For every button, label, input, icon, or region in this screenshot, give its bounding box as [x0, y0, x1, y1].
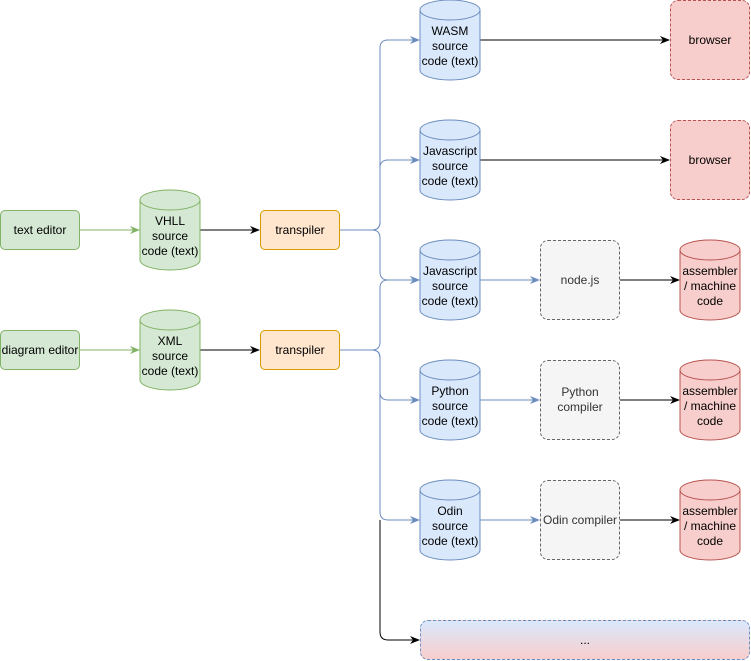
text-editor-node[interactable]: text editor: [0, 210, 80, 250]
diagram-editor-node[interactable]: diagram editor: [0, 330, 80, 370]
transpiler-2-label: transpiler: [275, 342, 325, 357]
transpiler-1-node[interactable]: transpiler: [260, 210, 340, 250]
cylinder-asm-3: [679, 479, 741, 561]
cylinder-xml-source: [139, 309, 201, 391]
browser-2-node[interactable]: browser: [670, 120, 750, 200]
edge-to-more: [379, 520, 420, 644]
cylinder-vhll-source: [139, 189, 201, 271]
python-compiler-label: Python compiler: [557, 385, 603, 414]
cylinder-wasm-source: [419, 0, 481, 81]
nodejs-label: node.js: [560, 272, 600, 287]
browser-1-label: browser: [688, 32, 732, 47]
more-targets-node[interactable]: ...: [420, 620, 750, 660]
cylinder-js-source-node: [419, 239, 481, 321]
browser-2-label: browser: [688, 152, 732, 167]
cylinder-asm-2: [679, 359, 741, 441]
transpiler-2-node[interactable]: transpiler: [260, 330, 340, 370]
more-targets-label: ...: [579, 632, 590, 647]
cylinder-js-source-browser: [419, 119, 481, 201]
fanout-transpiler-2: [340, 276, 420, 524]
odin-compiler-node[interactable]: Odin compiler: [540, 480, 620, 560]
browser-1-node[interactable]: browser: [670, 0, 750, 80]
transpiler-1-label: transpiler: [275, 222, 325, 237]
cylinder-odin-source: [419, 479, 481, 561]
cylinder-python-source: [419, 359, 481, 441]
diagram-editor-label: diagram editor: [1, 342, 79, 357]
nodejs-node[interactable]: node.js: [540, 240, 620, 320]
python-compiler-node[interactable]: Python compiler: [540, 360, 620, 440]
cylinder-asm-1: [679, 239, 741, 321]
odin-compiler-label: Odin compiler: [542, 512, 618, 527]
text-editor-label: text editor: [13, 222, 67, 237]
fanout-transpiler-1: [340, 36, 420, 284]
